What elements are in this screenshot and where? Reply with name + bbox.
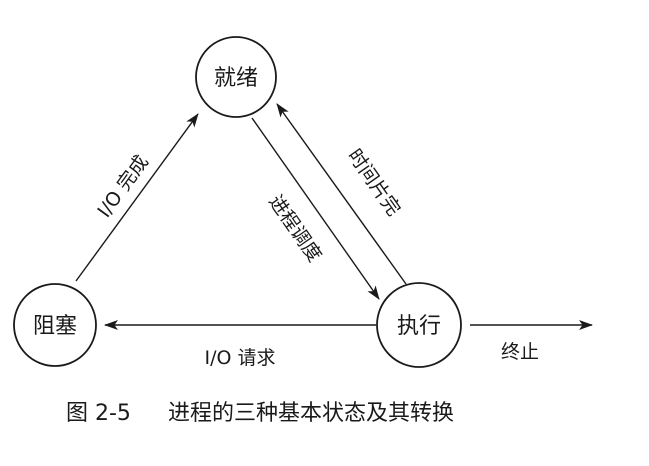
edge-time-slice-arrow (276, 103, 407, 285)
node-running: 执行 (376, 282, 462, 368)
edge-process-schedule-label: 进程调度 (264, 191, 326, 266)
node-ready-label: 就绪 (214, 66, 258, 91)
figure-number: 图 2-5 (66, 401, 131, 426)
figure-title: 进程的三种基本状态及其转换 (168, 401, 454, 426)
node-ready: 就绪 (195, 36, 277, 118)
node-blocked: 阻塞 (13, 283, 97, 367)
edge-io-complete-arrow (75, 113, 199, 282)
edge-io-request-label: I/O 请求 (205, 347, 276, 369)
edge-process-schedule-arrow (251, 117, 380, 300)
node-blocked-circle (13, 283, 97, 367)
node-running-label: 执行 (397, 314, 441, 339)
edge-io-complete-label: I/O 完成 (93, 151, 153, 221)
node-ready-circle (195, 36, 277, 118)
edge-terminate-label: 终止 (501, 341, 539, 363)
node-running-circle (376, 282, 462, 368)
node-blocked-label: 阻塞 (33, 314, 77, 339)
